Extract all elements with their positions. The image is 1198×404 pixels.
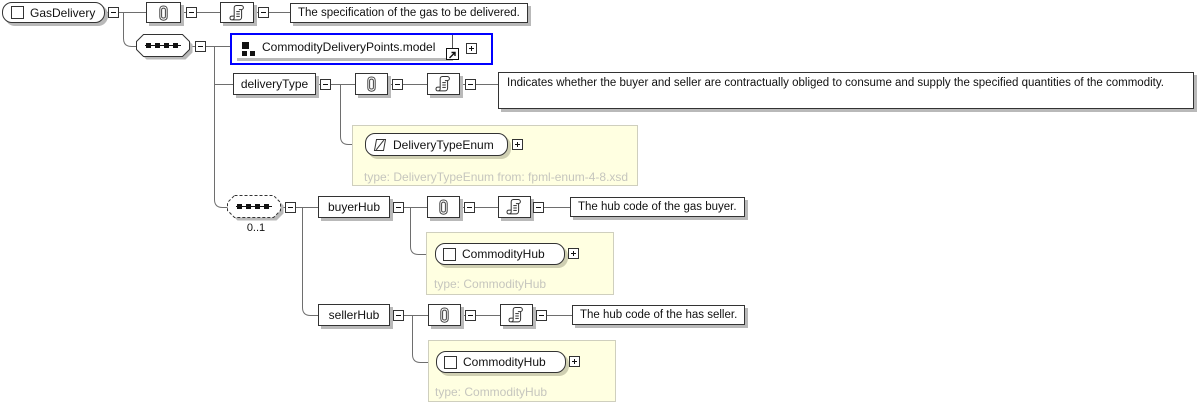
optional-sequence-compositor[interactable] <box>227 195 285 222</box>
scroll-icon <box>506 199 521 215</box>
expand-button[interactable] <box>466 43 477 54</box>
type-commodityhub[interactable]: CommodityHub <box>435 243 565 265</box>
scroll-icon <box>435 76 450 92</box>
collapse-button[interactable] <box>536 310 547 321</box>
complex-type-icon <box>443 247 456 261</box>
attributes-box[interactable] <box>427 196 460 218</box>
collapse-button[interactable] <box>285 202 296 213</box>
collapse-button[interactable] <box>464 202 475 213</box>
collapse-button[interactable] <box>320 79 331 90</box>
attributes-box[interactable] <box>428 304 461 326</box>
collapse-button[interactable] <box>258 7 269 18</box>
scroll-icon <box>228 4 244 20</box>
collapse-button[interactable] <box>533 202 544 213</box>
annotation-box[interactable] <box>427 73 460 95</box>
attributes-box[interactable] <box>146 2 181 23</box>
attributes-box[interactable] <box>355 73 388 95</box>
cardinality-label: 0..1 <box>246 222 266 234</box>
annotation-text: Indicates whether the buyer and seller a… <box>498 72 1194 109</box>
annotation-box[interactable] <box>498 196 531 218</box>
model-group-ref-commoditydeliverypoints[interactable]: CommodityDeliveryPoints.model <box>230 33 493 65</box>
sequence-dots-icon <box>236 204 272 209</box>
element-deliverytype-label: deliveryType <box>240 77 309 91</box>
paperclip-icon <box>159 4 168 21</box>
collapse-button[interactable] <box>393 310 404 321</box>
element-sellerhub-label: sellerHub <box>328 308 380 322</box>
scroll-icon <box>508 307 523 323</box>
collapse-button[interactable] <box>195 41 206 52</box>
complex-type-icon <box>444 355 457 369</box>
annotation-text: The specification of the gas to be deliv… <box>290 3 528 23</box>
type-commodityhub-label: CommodityHub <box>463 355 546 369</box>
collapse-button[interactable] <box>465 79 476 90</box>
type-commodityhub-label: CommodityHub <box>462 247 545 261</box>
expand-button[interactable] <box>568 248 579 259</box>
element-sellerhub[interactable]: sellerHub <box>318 304 390 326</box>
type-deliverytypeenum-label: DeliveryTypeEnum <box>393 137 494 152</box>
annotation-box[interactable] <box>220 2 254 23</box>
element-gasdelivery[interactable]: GasDelivery <box>2 2 105 23</box>
sequence-compositor[interactable] <box>136 34 194 61</box>
sequence-dots-icon <box>145 43 181 48</box>
annotation-text: The hub code of the has seller. <box>572 305 746 325</box>
collapse-button[interactable] <box>392 79 403 90</box>
simple-type-icon <box>373 138 387 151</box>
element-buyerhub-label: buyerHub <box>327 200 381 214</box>
inner-shadow <box>237 58 453 61</box>
expand-button[interactable] <box>569 356 580 367</box>
paperclip-icon <box>440 307 449 323</box>
model-group-label: CommodityDeliveryPoints.model <box>262 40 436 54</box>
type-deliverytypeenum[interactable]: DeliveryTypeEnum <box>365 133 508 156</box>
paperclip-icon <box>367 76 376 92</box>
annotation-text: The hub code of the gas buyer. <box>570 197 745 217</box>
type-note: type: DeliveryTypeEnum from: fpml-enum-4… <box>364 170 629 184</box>
type-note: type: CommodityHub <box>435 385 548 399</box>
element-icon <box>11 6 24 19</box>
model-group-icon <box>242 42 256 56</box>
element-deliverytype[interactable]: deliveryType <box>233 73 316 95</box>
collapse-button[interactable] <box>465 310 476 321</box>
divider <box>452 35 453 58</box>
element-gasdelivery-label: GasDelivery <box>30 5 96 20</box>
collapse-button[interactable] <box>393 202 404 213</box>
collapse-button[interactable] <box>108 7 119 18</box>
paperclip-icon <box>439 199 448 215</box>
type-commodityhub[interactable]: CommodityHub <box>436 351 566 373</box>
collapse-button[interactable] <box>186 7 197 18</box>
annotation-box[interactable] <box>500 304 533 326</box>
element-buyerhub[interactable]: buyerHub <box>318 196 390 218</box>
type-note: type: CommodityHub <box>434 277 547 291</box>
expand-button[interactable] <box>512 139 523 150</box>
goto-definition-icon[interactable] <box>446 48 459 60</box>
